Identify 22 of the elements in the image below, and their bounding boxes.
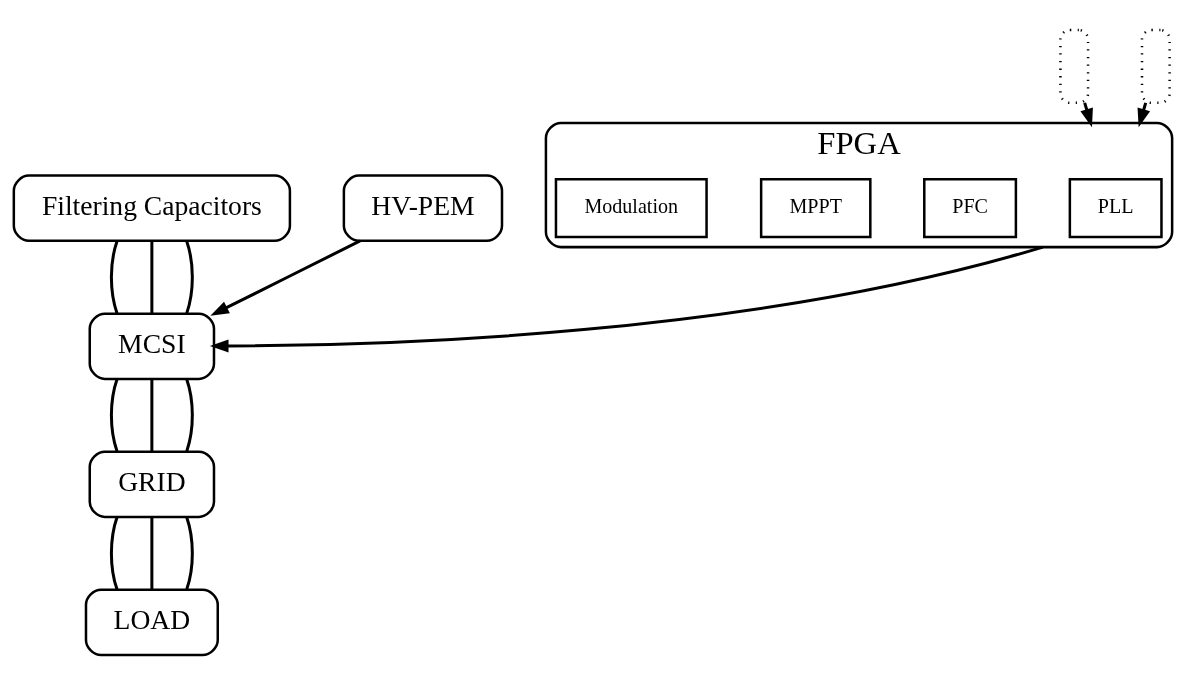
node-box: HV-PEM bbox=[342, 174, 504, 243]
connector bbox=[109, 378, 119, 452]
node-box: Filtering Capacitors bbox=[12, 174, 292, 243]
node-box: GRID bbox=[88, 450, 216, 519]
node-box: Modulation bbox=[554, 178, 708, 239]
node-box: PLL bbox=[1068, 178, 1163, 239]
node-box: PFC bbox=[923, 178, 1018, 239]
connector bbox=[150, 378, 154, 452]
node-box: LOAD bbox=[84, 588, 219, 657]
connector bbox=[150, 517, 154, 590]
connector bbox=[185, 516, 194, 590]
node-box bbox=[1140, 28, 1171, 105]
node-box: MCSI bbox=[88, 312, 216, 381]
connector bbox=[185, 378, 194, 452]
node-box: MPPT bbox=[759, 178, 872, 239]
arrow bbox=[210, 239, 361, 316]
connector bbox=[185, 240, 194, 314]
connector bbox=[109, 516, 119, 590]
connector bbox=[109, 240, 119, 314]
connector bbox=[150, 240, 154, 314]
arrow bbox=[209, 245, 1044, 353]
node-box bbox=[1059, 28, 1090, 105]
